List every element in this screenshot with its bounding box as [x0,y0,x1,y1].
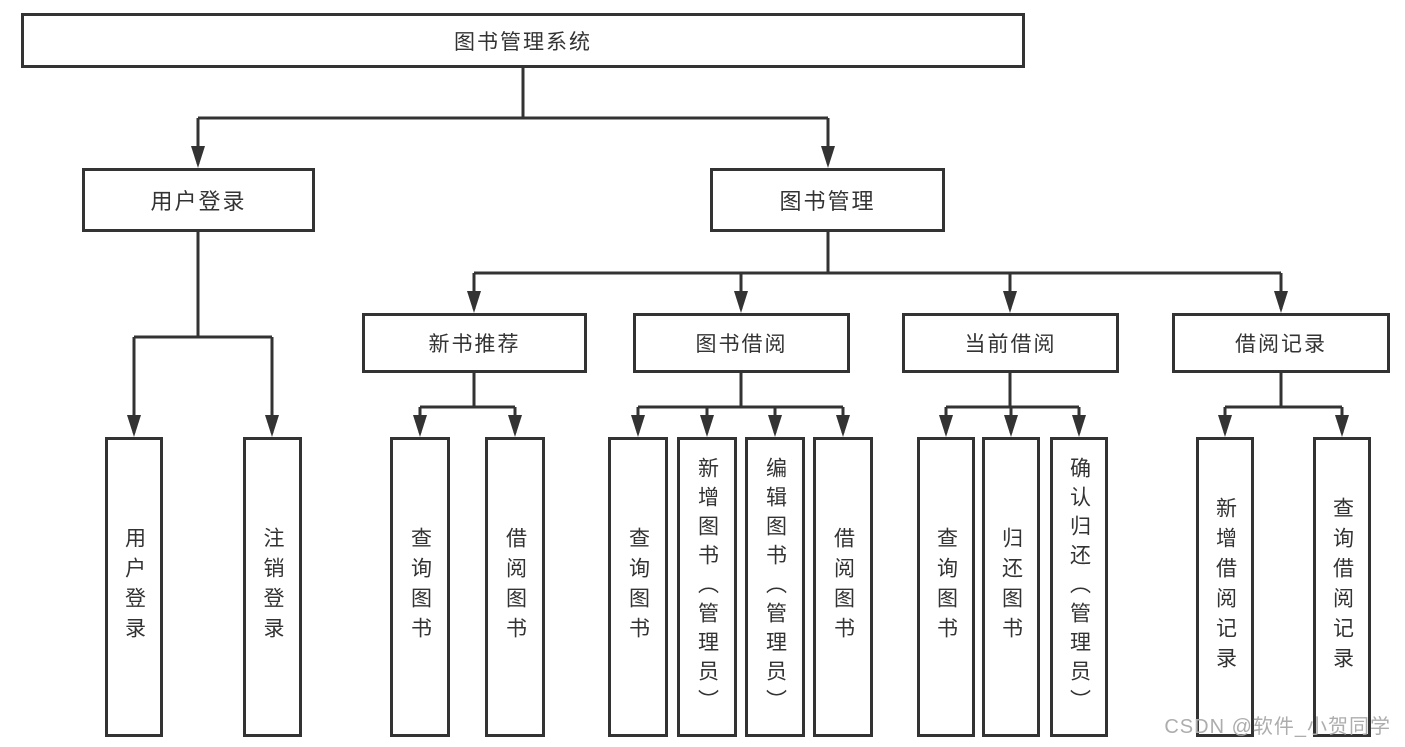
node-book-management: 图书管理 [710,168,945,232]
node-current-borrow-label: 当前借阅 [964,333,1057,356]
leaf-record-add-label: 新增借阅记录 [1213,497,1237,677]
node-root: 图书管理系统 [21,13,1025,68]
leaf-current-query: 查询图书 [917,437,975,737]
leaf-borrow-add: 新增图书（管理员） [677,437,737,737]
leaf-current-confirm: 确认归还（管理员） [1050,437,1108,737]
leaf-borrow-borrow-label: 借阅图书 [831,527,855,647]
node-root-label: 图书管理系统 [454,30,592,54]
leaf-record-query-label: 查询借阅记录 [1330,497,1354,677]
node-user-login-label: 用户登录 [150,189,247,214]
leaf-record-add: 新增借阅记录 [1196,437,1254,737]
leaf-borrow-add-label: 新增图书（管理员） [695,456,719,718]
leaf-current-return-label: 归还图书 [999,527,1023,647]
leaf-record-query: 查询借阅记录 [1313,437,1371,737]
leaf-newbook-borrow: 借阅图书 [485,437,545,737]
leaf-borrow-borrow: 借阅图书 [813,437,873,737]
connector-current-borrow [944,373,1081,433]
node-current-borrow: 当前借阅 [902,313,1119,373]
node-book-management-label: 图书管理 [779,189,876,214]
leaf-current-confirm-label: 确认归还（管理员） [1067,456,1091,718]
connector-book-borrow [636,373,845,433]
leaf-user-login-label: 用户登录 [122,527,146,647]
leaf-user-login: 用户登录 [105,437,163,737]
node-borrow-records-label: 借阅记录 [1235,333,1327,356]
connector-new-book [418,373,517,433]
node-book-borrow: 图书借阅 [633,313,850,373]
leaf-current-return: 归还图书 [982,437,1040,737]
node-new-book-recommend: 新书推荐 [362,313,587,373]
connector-root [196,68,830,164]
connector-user-login [132,232,274,433]
connector-book-management [472,232,1283,309]
leaf-borrow-edit: 编辑图书（管理员） [745,437,805,737]
leaf-current-query-label: 查询图书 [934,527,958,647]
node-new-book-recommend-label: 新书推荐 [428,333,521,356]
leaf-borrow-query-label: 查询图书 [626,527,650,647]
leaf-logout: 注销登录 [243,437,302,737]
leaf-newbook-borrow-label: 借阅图书 [503,527,527,647]
leaf-newbook-query-label: 查询图书 [408,527,432,647]
node-borrow-records: 借阅记录 [1172,313,1390,373]
leaf-borrow-edit-label: 编辑图书（管理员） [763,456,787,718]
leaf-newbook-query: 查询图书 [390,437,450,737]
leaf-logout-label: 注销登录 [261,527,284,647]
leaf-borrow-query: 查询图书 [608,437,668,737]
connector-borrow-records [1223,373,1344,433]
node-user-login: 用户登录 [82,168,315,232]
node-book-borrow-label: 图书借阅 [695,333,788,356]
csdn-watermark: CSDN @软件_小贺同学 [1164,716,1391,738]
